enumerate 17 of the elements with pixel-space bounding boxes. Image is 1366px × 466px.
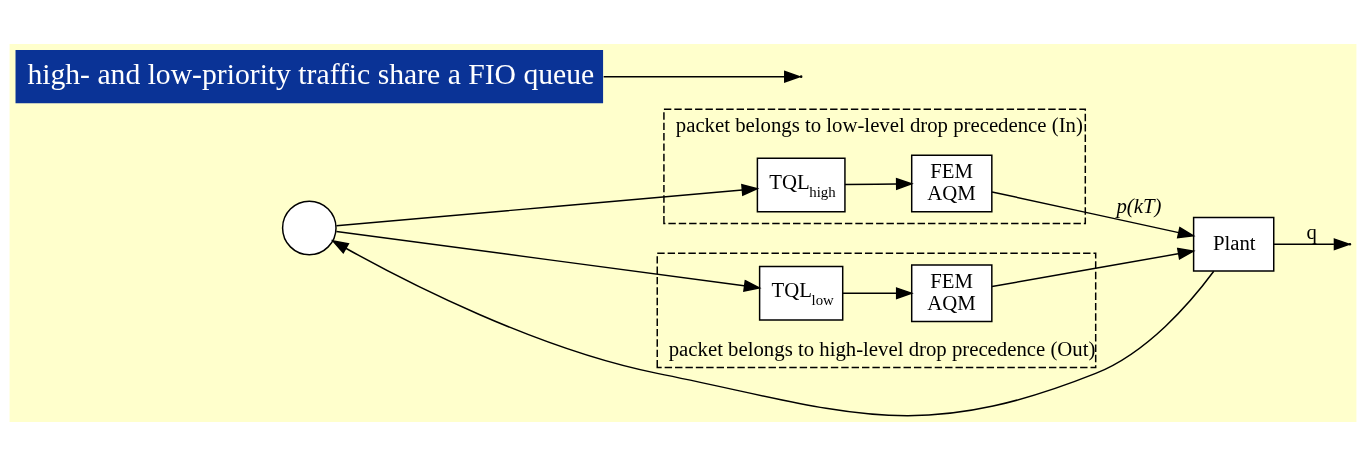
edge-label: p(kT) (1116, 194, 1162, 218)
edge-label: q (1306, 219, 1317, 243)
node-box: TQL$_{low}$ (758, 265, 844, 321)
node-box: TQL$_{high}$ (756, 157, 846, 213)
arrow (330, 239, 1215, 417)
arrow (844, 177, 914, 191)
node-box: high- and low-priority traffic share a FIO queue (15, 49, 604, 104)
arrow (335, 183, 760, 227)
arrow (991, 191, 1196, 239)
arrow (842, 287, 914, 300)
arrow (602, 70, 802, 83)
node-box: FEM AQM (910, 154, 993, 213)
node-box: FEM AQM (910, 264, 993, 323)
node-circle (281, 200, 337, 256)
arrow (335, 230, 762, 292)
arrow (991, 247, 1196, 288)
node-box: Plant (1192, 216, 1275, 272)
